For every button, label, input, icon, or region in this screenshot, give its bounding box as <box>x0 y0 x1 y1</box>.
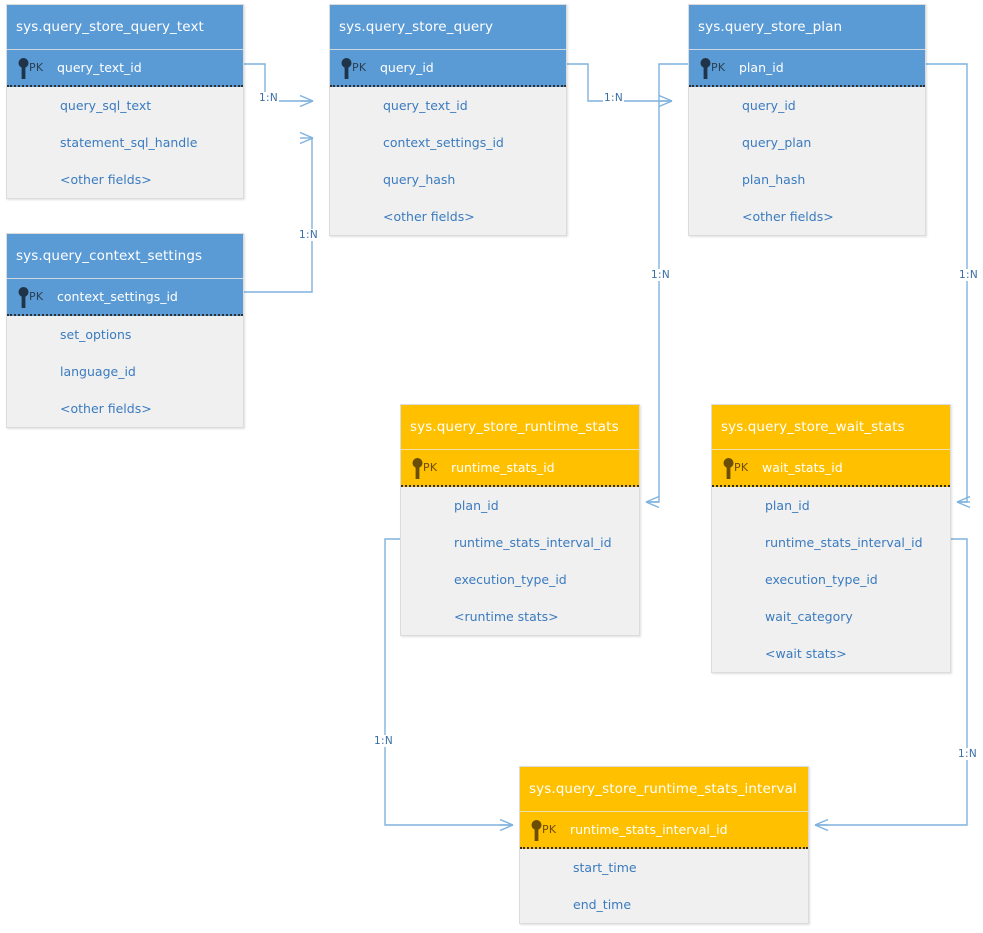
crowsfoot-marker <box>299 94 314 108</box>
pk-tag: PK <box>711 61 726 74</box>
cardinality-label: 1:N <box>958 269 979 281</box>
cardinality-label: 1:N <box>258 92 279 104</box>
crowsfoot-marker <box>658 94 673 108</box>
field-row[interactable]: query_id <box>742 98 796 113</box>
field-row[interactable]: language_id <box>60 364 136 379</box>
key-icon <box>341 58 352 79</box>
field-row[interactable]: end_time <box>573 897 632 912</box>
field-row[interactable]: <other fields> <box>383 209 475 224</box>
cardinality-label: 1:N <box>373 735 394 747</box>
key-icon <box>531 820 542 841</box>
field-row[interactable]: set_options <box>60 327 132 342</box>
field-row[interactable]: plan_hash <box>742 172 806 187</box>
entity-title: sys.query_store_wait_stats <box>712 405 950 450</box>
entity-title: sys.query_store_runtime_stats_interval <box>520 767 808 812</box>
field-row[interactable]: <other fields> <box>60 401 152 416</box>
pk-tag: PK <box>29 290 44 303</box>
field-list: start_time end_time <box>520 849 808 923</box>
field-row[interactable]: runtime_stats_interval_id <box>765 535 923 550</box>
key-icon <box>18 58 29 79</box>
cardinality-label: 1:N <box>298 229 319 241</box>
pk-tag: PK <box>29 61 44 74</box>
cardinality-label: 1:N <box>957 748 978 760</box>
field-list: plan_id runtime_stats_interval_id executio… <box>401 487 639 635</box>
field-list: query_id query_plan plan_hash <other fields… <box>689 87 925 235</box>
field-row[interactable]: <other fields> <box>60 172 152 187</box>
crowsfoot-marker <box>814 818 829 832</box>
field-row[interactable]: context_settings_id <box>383 135 504 150</box>
field-row[interactable]: plan_id <box>454 498 499 513</box>
pk-field-name: plan_id <box>739 60 784 75</box>
pk-field-name: runtime_stats_interval_id <box>570 822 728 837</box>
field-row[interactable]: <runtime stats> <box>454 609 559 624</box>
primary-key-row[interactable]: PK wait_stats_id <box>712 450 950 487</box>
pk-tag: PK <box>542 823 557 836</box>
entity-title: sys.query_store_plan <box>689 5 925 50</box>
field-row[interactable]: start_time <box>573 860 637 875</box>
field-row[interactable]: wait_category <box>765 609 853 624</box>
pk-field-name: query_id <box>380 60 434 75</box>
pk-tag: PK <box>423 461 438 474</box>
primary-key-row[interactable]: PK query_id <box>330 50 566 87</box>
field-row[interactable]: statement_sql_handle <box>60 135 198 150</box>
cardinality-label: 1:N <box>603 92 624 104</box>
primary-key-row[interactable]: PK runtime_stats_id <box>401 450 639 487</box>
pk-field-name: wait_stats_id <box>762 460 843 475</box>
field-row[interactable]: query_plan <box>742 135 812 150</box>
entity-title: sys.query_context_settings <box>7 234 243 279</box>
pk-field-name: query_text_id <box>57 60 142 75</box>
field-row[interactable]: execution_type_id <box>765 572 878 587</box>
relationship-rel-plan-runtime[interactable] <box>645 63 688 509</box>
field-row[interactable]: execution_type_id <box>454 572 567 587</box>
pk-field-name: runtime_stats_id <box>451 460 555 475</box>
field-row[interactable]: query_text_id <box>383 98 468 113</box>
entity-title: sys.query_store_runtime_stats <box>401 405 639 450</box>
entity-title: sys.query_store_query_text <box>7 5 243 50</box>
crowsfoot-marker <box>645 495 660 509</box>
field-list: query_text_id context_settings_id query_ha… <box>330 87 566 235</box>
field-row[interactable]: runtime_stats_interval_id <box>454 535 612 550</box>
field-row[interactable]: <other fields> <box>742 209 834 224</box>
pk-tag: PK <box>352 61 367 74</box>
field-list: query_sql_text statement_sql_handle <other… <box>7 87 243 198</box>
primary-key-row[interactable]: PK query_text_id <box>7 50 243 87</box>
pk-field-name: context_settings_id <box>57 289 178 304</box>
pk-tag: PK <box>734 461 749 474</box>
field-row[interactable]: plan_id <box>765 498 810 513</box>
key-icon <box>18 287 29 308</box>
field-row[interactable]: query_hash <box>383 172 456 187</box>
key-icon <box>700 58 711 79</box>
primary-key-row[interactable]: PK context_settings_id <box>7 279 243 316</box>
primary-key-row[interactable]: PK plan_id <box>689 50 925 87</box>
crowsfoot-marker <box>499 818 514 832</box>
crowsfoot-marker <box>956 495 971 509</box>
entity-title: sys.query_store_query <box>330 5 566 50</box>
key-icon <box>723 458 734 479</box>
field-list: plan_id runtime_stats_interval_id executio… <box>712 487 950 672</box>
primary-key-row[interactable]: PK runtime_stats_interval_id <box>520 812 808 849</box>
cardinality-label: 1:N <box>650 269 671 281</box>
field-list: set_options language_id <other fields> <box>7 316 243 427</box>
field-row[interactable]: query_sql_text <box>60 98 152 113</box>
relationship-rel-context-settings[interactable] <box>244 131 314 293</box>
key-icon <box>412 458 423 479</box>
field-row[interactable]: <wait stats> <box>765 646 847 661</box>
crowsfoot-marker <box>299 131 314 145</box>
